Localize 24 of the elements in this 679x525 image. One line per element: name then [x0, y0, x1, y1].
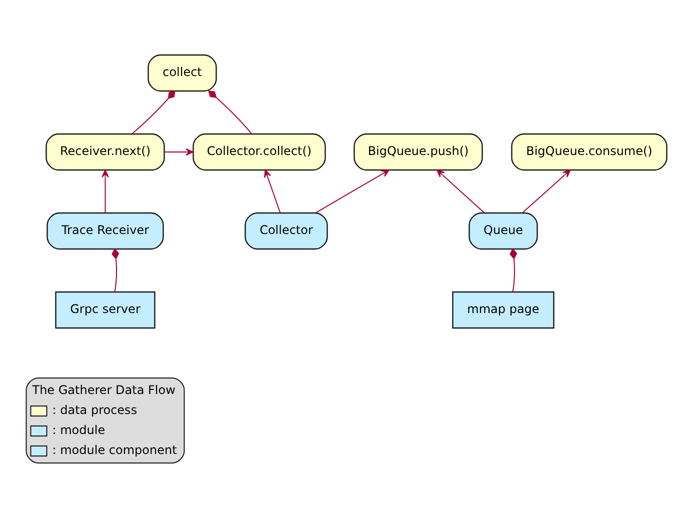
legend-label: : data process [52, 403, 138, 418]
node-box: collect [148, 54, 217, 92]
connector [131, 90, 176, 134]
node-box: BigQueue.consume() [511, 133, 668, 171]
node-box: BigQueue.push() [354, 133, 483, 171]
arrow [264, 170, 281, 214]
connector [510, 248, 518, 292]
node-box: Collector [244, 212, 328, 250]
node-box: mmap page [452, 291, 554, 329]
legend-label: : module [52, 423, 106, 438]
arrow [102, 170, 109, 214]
connector [112, 248, 120, 292]
arrow [315, 170, 390, 214]
arrow [522, 170, 571, 214]
node-box: Queue [468, 212, 538, 250]
connector [208, 90, 252, 134]
arrow [164, 148, 194, 156]
legend-label: : module component [52, 443, 177, 458]
node-box: Trace Receiver [46, 212, 164, 250]
arrow [436, 170, 485, 214]
node-box: Grpc server [55, 291, 156, 329]
label: The Gatherer Data Flow [32, 383, 176, 398]
node-box: Receiver.next() [46, 133, 165, 171]
node-box: Collector.collect() [192, 133, 326, 171]
